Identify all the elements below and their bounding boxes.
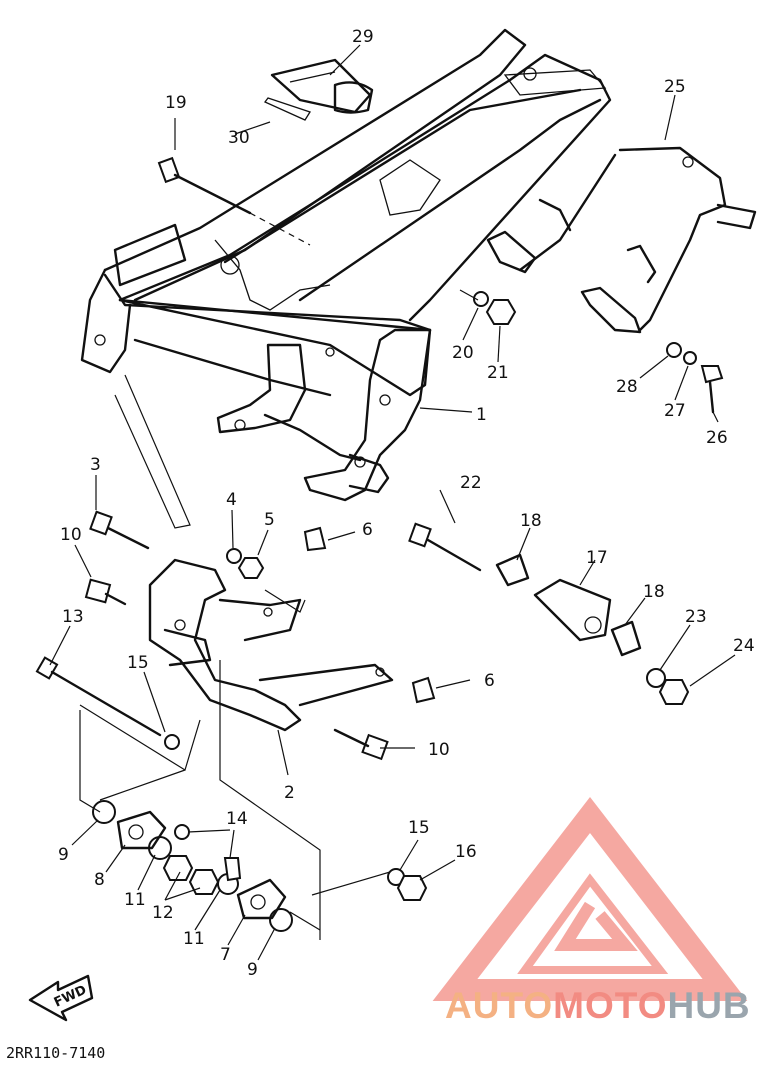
- leader-lines: [49, 44, 736, 961]
- callout-3: 3: [90, 455, 101, 475]
- callout-19: 19: [165, 93, 187, 113]
- callout-30: 30: [228, 128, 250, 148]
- callout-2: 2: [284, 783, 295, 803]
- rubber-mounts: [116, 810, 287, 920]
- callout-15a: 15: [127, 653, 149, 673]
- callout-13: 13: [62, 607, 84, 627]
- hardware-nuts-washers: [92, 291, 724, 932]
- callout-6a: 6: [362, 520, 373, 540]
- callout-15b: 15: [408, 818, 430, 838]
- callout-7: 7: [220, 945, 231, 965]
- callout-18b: 18: [643, 582, 665, 602]
- callout-27: 27: [664, 401, 686, 421]
- callout-17: 17: [586, 548, 608, 568]
- hardware-bolts: [35, 510, 482, 761]
- engine-bracket-assembly: [148, 558, 394, 732]
- callout-16: 16: [455, 842, 477, 862]
- callout-6b: 6: [484, 671, 495, 691]
- callout-11b: 11: [183, 929, 205, 949]
- callout-29: 29: [352, 27, 374, 47]
- callout-21: 21: [487, 363, 509, 383]
- callout-11a: 11: [124, 890, 146, 910]
- callout-24: 24: [733, 636, 755, 656]
- callout-20: 20: [452, 343, 474, 363]
- long-bolt-19: [157, 156, 311, 246]
- callout-4: 4: [226, 490, 237, 510]
- callout-26: 26: [706, 428, 728, 448]
- callout-22: 22: [460, 473, 482, 493]
- pivot-assembly: [495, 553, 642, 657]
- watermark-moto: MOTO: [553, 985, 667, 1026]
- automotohub-logo: [432, 796, 748, 1001]
- callout-18a: 18: [520, 511, 542, 531]
- callout-9b: 9: [247, 960, 258, 980]
- callout-14: 14: [226, 809, 248, 829]
- main-frame: [80, 28, 612, 502]
- callout-10a: 10: [60, 525, 82, 545]
- callout-23: 23: [685, 607, 707, 627]
- callout-28: 28: [616, 377, 638, 397]
- callout-labels: 1 2 3 4 5 6 6 7 8 9 9 10 10 11 11 12 13 …: [58, 27, 755, 980]
- callout-10b: 10: [428, 740, 450, 760]
- watermark-text: AUTOMOTOHUB: [445, 985, 751, 1026]
- callout-12: 12: [152, 903, 174, 923]
- frame-label-plate: [263, 58, 374, 121]
- callout-9a: 9: [58, 845, 69, 865]
- reference-code: 2RR110-7140: [6, 1044, 105, 1062]
- callout-8: 8: [94, 870, 105, 890]
- fwd-arrow-icon: FWD: [28, 974, 94, 1022]
- callout-25: 25: [664, 77, 686, 97]
- rear-subframe: [486, 146, 757, 334]
- callout-5: 5: [264, 510, 275, 530]
- watermark-hub: HUB: [667, 985, 750, 1026]
- watermark-auto: AUTO: [445, 985, 553, 1026]
- callout-1: 1: [476, 405, 487, 425]
